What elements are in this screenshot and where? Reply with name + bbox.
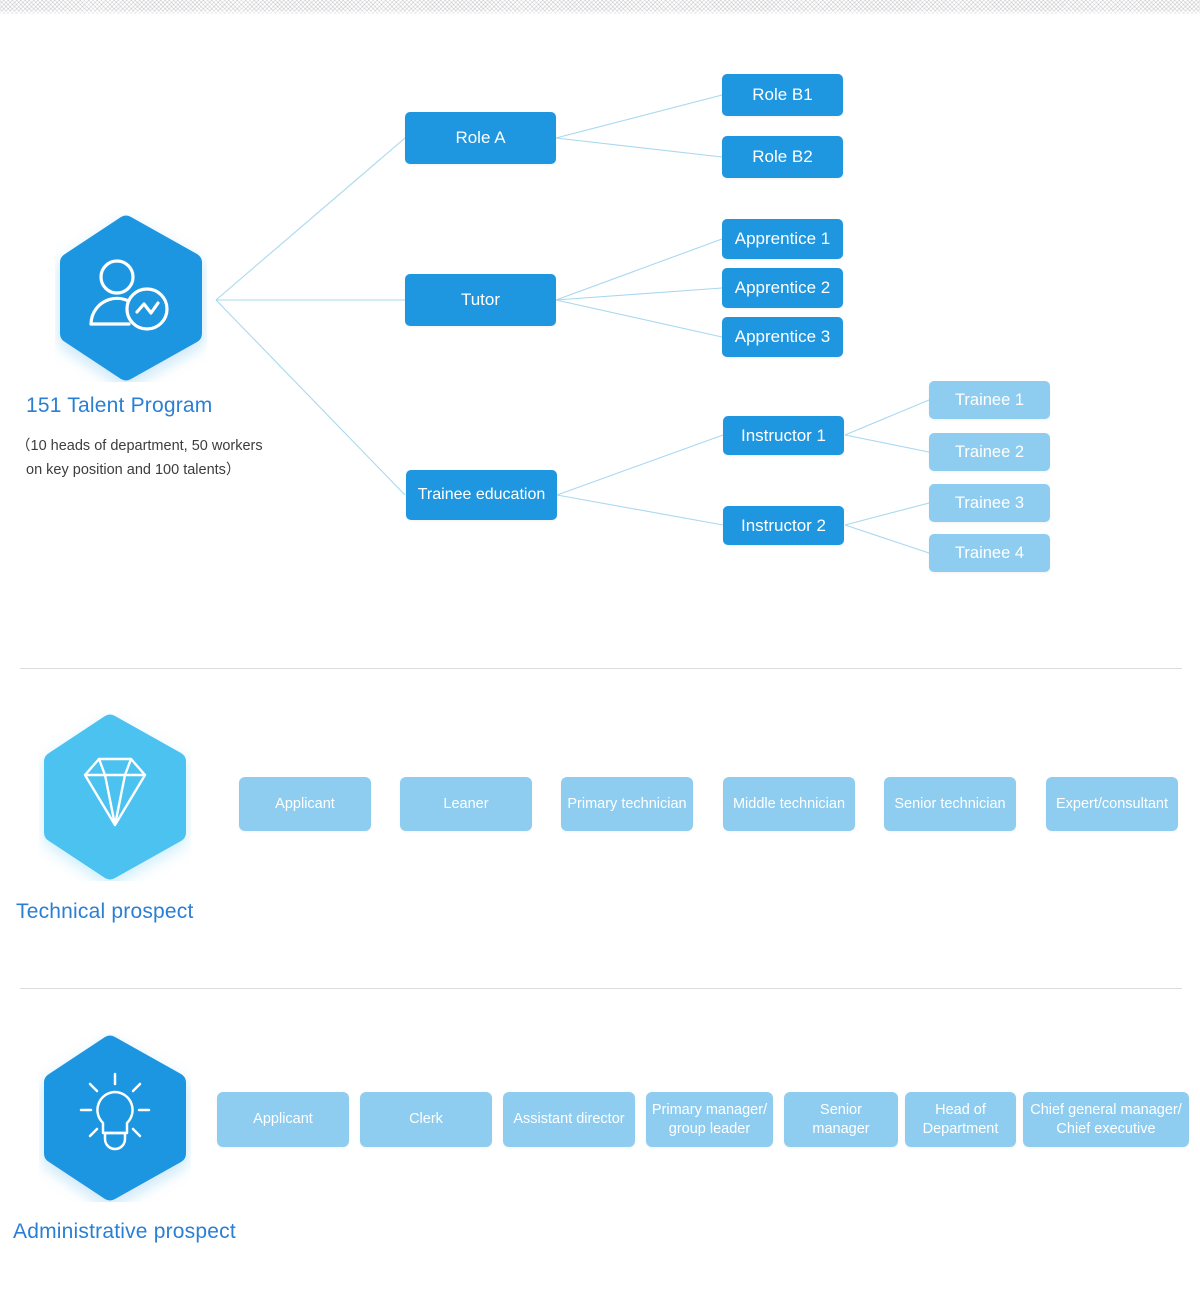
subtitle-line-2: on key position and 100 talents） xyxy=(26,462,241,478)
node-instructor-1[interactable]: Instructor 1 xyxy=(723,416,844,455)
lightbulb-icon xyxy=(79,1072,151,1151)
node-role-b2[interactable]: Role B2 xyxy=(722,136,843,178)
node-role-a[interactable]: Role A xyxy=(405,112,556,164)
hexagon-shape xyxy=(55,214,207,382)
administrative-prospect-hexagon xyxy=(39,1034,191,1202)
talent-program-hexagon xyxy=(55,214,207,382)
admin-step-clerk[interactable]: Clerk xyxy=(360,1092,492,1147)
node-instructor-2[interactable]: Instructor 2 xyxy=(723,506,844,545)
administrative-prospect-title: Administrative prospect xyxy=(13,1220,236,1243)
node-apprentice-1[interactable]: Apprentice 1 xyxy=(722,219,843,259)
talent-program-subtitle: （10 heads of department, 50 workers on k… xyxy=(16,434,316,482)
admin-step-chief-general-manager[interactable]: Chief general manager/Chief executive xyxy=(1023,1092,1189,1147)
node-apprentice-2[interactable]: Apprentice 2 xyxy=(722,268,843,308)
section-divider-1 xyxy=(20,668,1182,669)
tech-step-leaner[interactable]: Leaner xyxy=(400,777,532,831)
top-hatch-fade xyxy=(0,11,1200,19)
node-trainee-education[interactable]: Trainee education xyxy=(406,470,557,520)
section-divider-2 xyxy=(20,988,1182,989)
top-hatch-strip xyxy=(0,0,1200,14)
hexagon-shape xyxy=(39,713,191,881)
technical-prospect-title: Technical prospect xyxy=(16,900,194,923)
tech-step-middle-technician[interactable]: Middle technician xyxy=(723,777,855,831)
person-chart-icon xyxy=(89,259,169,331)
node-trainee-1[interactable]: Trainee 1 xyxy=(929,381,1050,419)
technical-prospect-hexagon xyxy=(39,713,191,881)
tech-step-primary-technician[interactable]: Primary technician xyxy=(561,777,693,831)
node-apprentice-3[interactable]: Apprentice 3 xyxy=(722,317,843,357)
tech-step-applicant[interactable]: Applicant xyxy=(239,777,371,831)
node-tutor[interactable]: Tutor xyxy=(405,274,556,326)
tech-step-senior-technician[interactable]: Senior technician xyxy=(884,777,1016,831)
talent-program-title: 151 Talent Program xyxy=(26,394,213,417)
node-trainee-2[interactable]: Trainee 2 xyxy=(929,433,1050,471)
node-role-b1[interactable]: Role B1 xyxy=(722,74,843,116)
hexagon-shape xyxy=(39,1034,191,1202)
subtitle-line-1: （10 heads of department, 50 workers xyxy=(16,438,263,454)
admin-step-primary-manager[interactable]: Primary manager/group leader xyxy=(646,1092,773,1147)
node-trainee-4[interactable]: Trainee 4 xyxy=(929,534,1050,572)
tech-step-expert-consultant[interactable]: Expert/consultant xyxy=(1046,777,1178,831)
admin-step-assistant-director[interactable]: Assistant director xyxy=(503,1092,635,1147)
node-trainee-3[interactable]: Trainee 3 xyxy=(929,484,1050,522)
diamond-icon xyxy=(83,757,147,827)
admin-step-applicant[interactable]: Applicant xyxy=(217,1092,349,1147)
